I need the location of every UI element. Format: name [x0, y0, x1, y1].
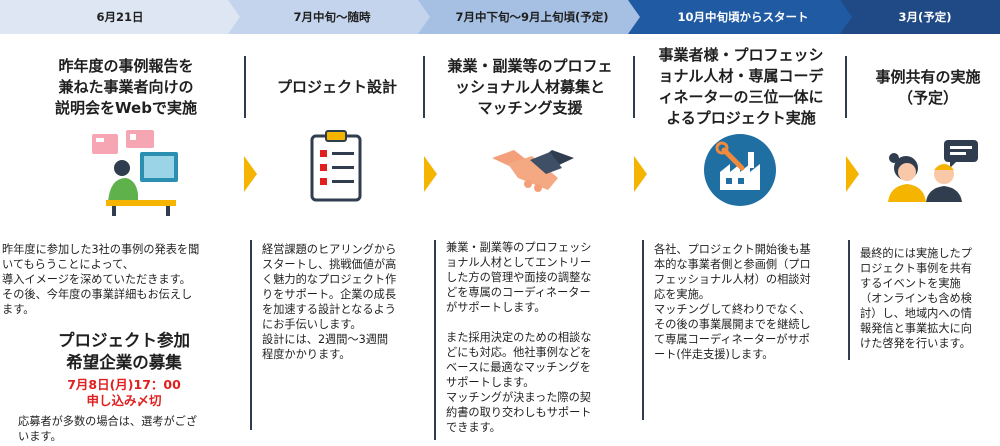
deadline-text: 7月8日(月)17：00 申し込み〆切	[67, 377, 181, 408]
content-divider-3	[434, 240, 436, 440]
timeline-bar: 6月21日 7月中旬～随時 7月中下旬～9月上旬頃(予定) 10月中旬頃からスタ…	[0, 0, 1000, 34]
flow-arrow-1	[244, 156, 257, 192]
person-at-computer-icon	[86, 128, 182, 218]
content-divider-2	[250, 240, 252, 430]
handshake-icon	[488, 138, 578, 202]
factory-tools-icon	[702, 132, 778, 208]
selection-note: 応募者が多数の場合は、選考がござ います。	[18, 415, 198, 443]
step-3-title: 兼業・副業等のプロフェ ッショナル人材募集と マッチング支援	[447, 56, 613, 117]
checklist-clipboard-icon	[306, 130, 366, 204]
recruit-title: プロジェクト参加 希望企業の募集	[58, 331, 190, 372]
timeline-label-4: 10月中旬頃からスタート	[677, 10, 809, 24]
timeline-segment-3	[418, 0, 642, 34]
timeline-shapes	[0, 0, 1000, 34]
timeline-label-5: 3月(予定)	[898, 10, 952, 24]
divider-4	[845, 56, 847, 118]
content-divider-5	[848, 240, 850, 360]
step-2-title: プロジェクト設計	[276, 77, 397, 96]
timeline-label-2: 7月中旬～随時	[293, 10, 371, 24]
step-3-description: 兼業・副業等のプロフェッシ ョナル人材としてエントリー した方の管理や面接の調整…	[446, 241, 592, 434]
divider-2	[423, 56, 425, 118]
timeline-segment-5	[840, 0, 1000, 34]
flow-arrow-3	[634, 156, 647, 192]
divider-3	[633, 56, 635, 118]
timeline-label-3: 7月中下旬～9月上旬頃(予定)	[455, 10, 609, 24]
step-1-title: 昨年度の事例報告を 兼ねた事業者向けの 説明会をWebで実施	[55, 56, 197, 117]
step-1-description: 昨年度に参加した3社の事例の発表を聞 いてもらうことによって、 導入イメージを深…	[2, 243, 200, 316]
step-5-description: 最終的には実施したプ ロジェクト事例を共有 するイベントを実施 （オンラインも含…	[860, 247, 972, 350]
people-talking-icon	[880, 138, 984, 204]
flow-arrow-4	[846, 156, 859, 192]
timeline-segment-4	[628, 0, 854, 34]
flow-arrow-2	[424, 156, 437, 192]
divider-1	[244, 56, 246, 118]
timeline-label-1: 6月21日	[96, 10, 144, 24]
content-divider-4	[642, 240, 644, 420]
timeline-segment-1	[0, 0, 242, 34]
step-5-title: 事例共有の実施 （予定）	[875, 68, 981, 107]
timeline-segment-2	[228, 0, 432, 34]
step-4-title: 事業者様・プロフェッシ ョナル人材・専属コーデ ィネーターの三位一体に よるプロ…	[658, 46, 824, 127]
step-2-description: 経営課題のヒアリングから スタートし、挑戦価値が高 く魅力的なプロジェクト作 り…	[262, 243, 397, 361]
step-4-description: 各社、プロジェクト開始後も基 本的な事業者側と参画側（プロ フェッショナル人材）…	[654, 243, 811, 361]
